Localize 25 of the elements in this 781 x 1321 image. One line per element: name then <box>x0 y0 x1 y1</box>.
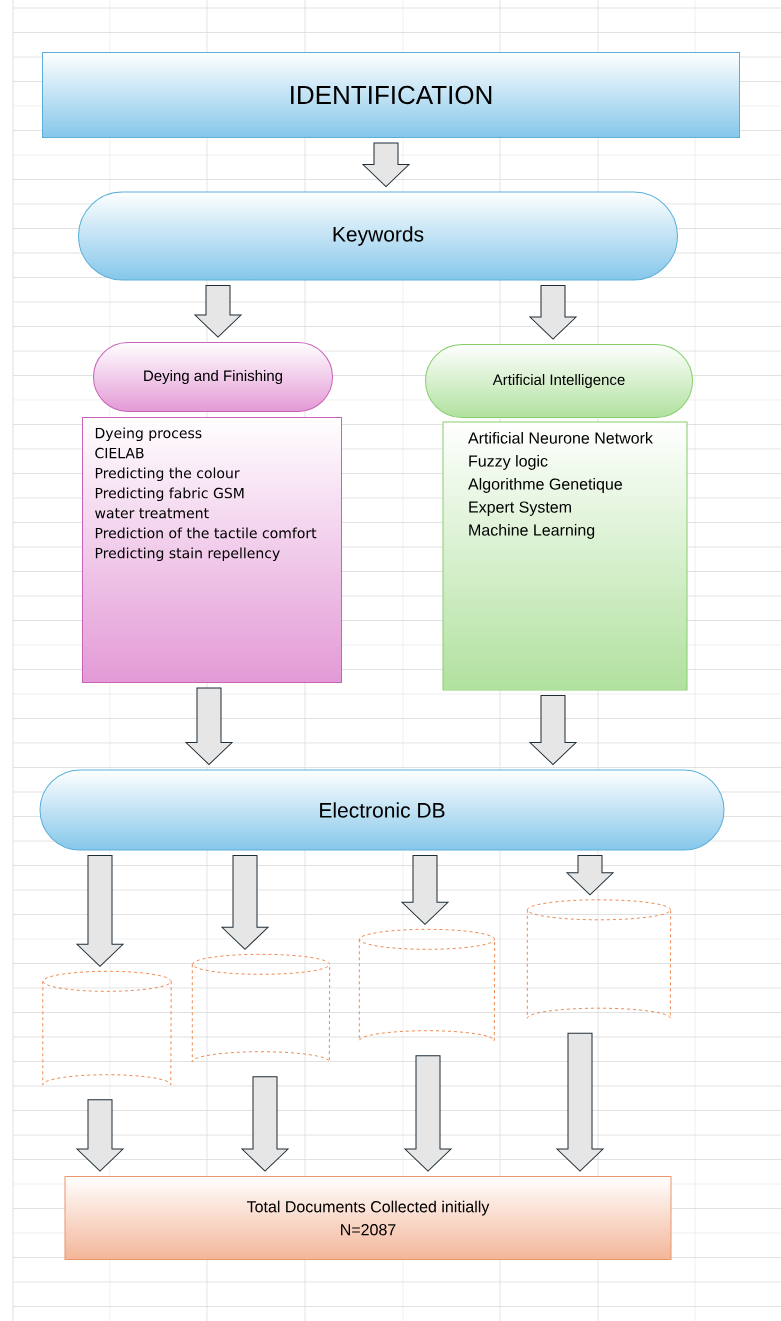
rounded-box: Deying and Finishing <box>93 342 333 412</box>
list-box: Artificial Neurone Network Fuzzy logic Algorithme Genetique Expert System Machine Learning <box>442 421 688 691</box>
block-arrow <box>185 687 233 765</box>
block-arrow <box>221 855 269 950</box>
heading-box: IDENTIFICATION <box>42 52 740 138</box>
result-box: Total Documents Collected initially N=2087 <box>64 1176 672 1260</box>
database-cylinder <box>191 953 331 1063</box>
block-arrow <box>194 285 242 338</box>
block-arrow <box>556 1032 604 1172</box>
block-arrow <box>362 142 410 187</box>
block-arrow <box>76 855 124 967</box>
rounded-box: Keywords <box>78 191 678 281</box>
block-arrow <box>76 1099 124 1172</box>
database-cylinder <box>358 928 496 1042</box>
block-arrow <box>404 1055 452 1172</box>
block-arrow <box>529 695 577 765</box>
list-box: Dyeing process CIELAB Predicting the colour Predicting fabric GSM water treatment Prediction of the tactile comfort Predicting stain repellency <box>82 417 342 683</box>
rounded-box: Artificial Intelligence <box>425 344 693 418</box>
block-arrow <box>529 285 577 340</box>
block-arrow <box>401 855 449 925</box>
database-cylinder <box>42 970 172 1086</box>
database-cylinder <box>526 899 672 1019</box>
block-arrow <box>241 1076 289 1172</box>
block-arrow <box>566 855 614 896</box>
rounded-box: Electronic DB <box>39 769 725 851</box>
